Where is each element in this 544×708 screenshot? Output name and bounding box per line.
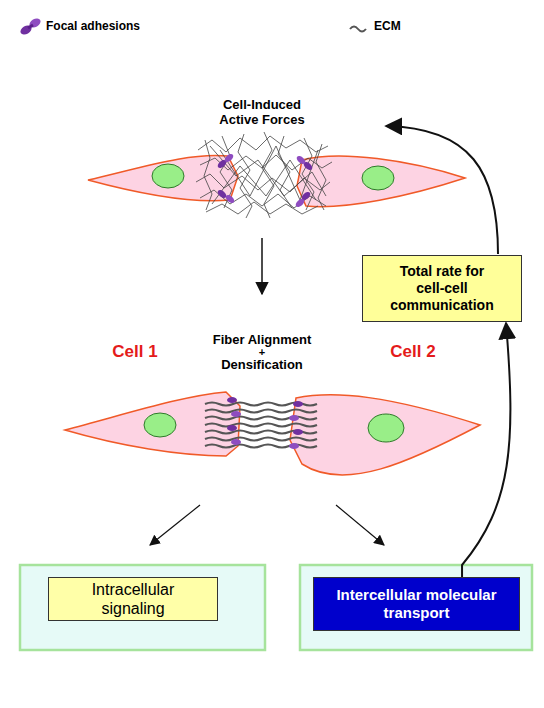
box-text: Intercellular molecular transport	[317, 586, 517, 622]
process-label: Densification	[192, 358, 332, 373]
focal-adhesion	[227, 397, 303, 449]
cell-body	[88, 155, 238, 201]
cell-body	[297, 156, 465, 207]
cell-body	[290, 395, 480, 475]
process-arrow	[336, 505, 384, 545]
nucleus	[152, 164, 184, 188]
plus-sign: +	[252, 346, 272, 359]
legend-text: ECM	[374, 19, 401, 33]
process-arrow	[261, 238, 263, 294]
feedback-arrow	[462, 323, 510, 577]
cell-label: Cell 2	[378, 342, 448, 362]
box-text: Total rate for cell-cell communication	[384, 263, 500, 313]
outer-frame	[300, 565, 532, 650]
legend-text: Focal adhesions	[46, 19, 140, 33]
focal-adhesion-sample	[19, 17, 42, 37]
outcome-box: Total rate for cell-cell communication	[362, 255, 522, 322]
process-arrow	[150, 505, 200, 545]
aligned-fibers	[205, 403, 317, 448]
process-label: Fiber Alignment	[192, 333, 332, 348]
process-box: Intracellular signaling	[48, 577, 218, 621]
ecm-mesh	[196, 132, 332, 218]
cell-label: Cell 1	[100, 342, 170, 362]
feedback-arrow	[386, 126, 498, 254]
outer-frame	[20, 565, 265, 650]
force-label: Cell-Induced Active Forces	[207, 98, 317, 128]
focal-adhesion	[216, 152, 314, 208]
nucleus	[144, 413, 176, 437]
nucleus	[362, 166, 394, 190]
ecm-sample	[350, 27, 366, 32]
process-box: Intercellular molecular transport	[313, 577, 520, 631]
box-text: Intracellular signaling	[72, 580, 194, 618]
nucleus	[368, 414, 404, 442]
